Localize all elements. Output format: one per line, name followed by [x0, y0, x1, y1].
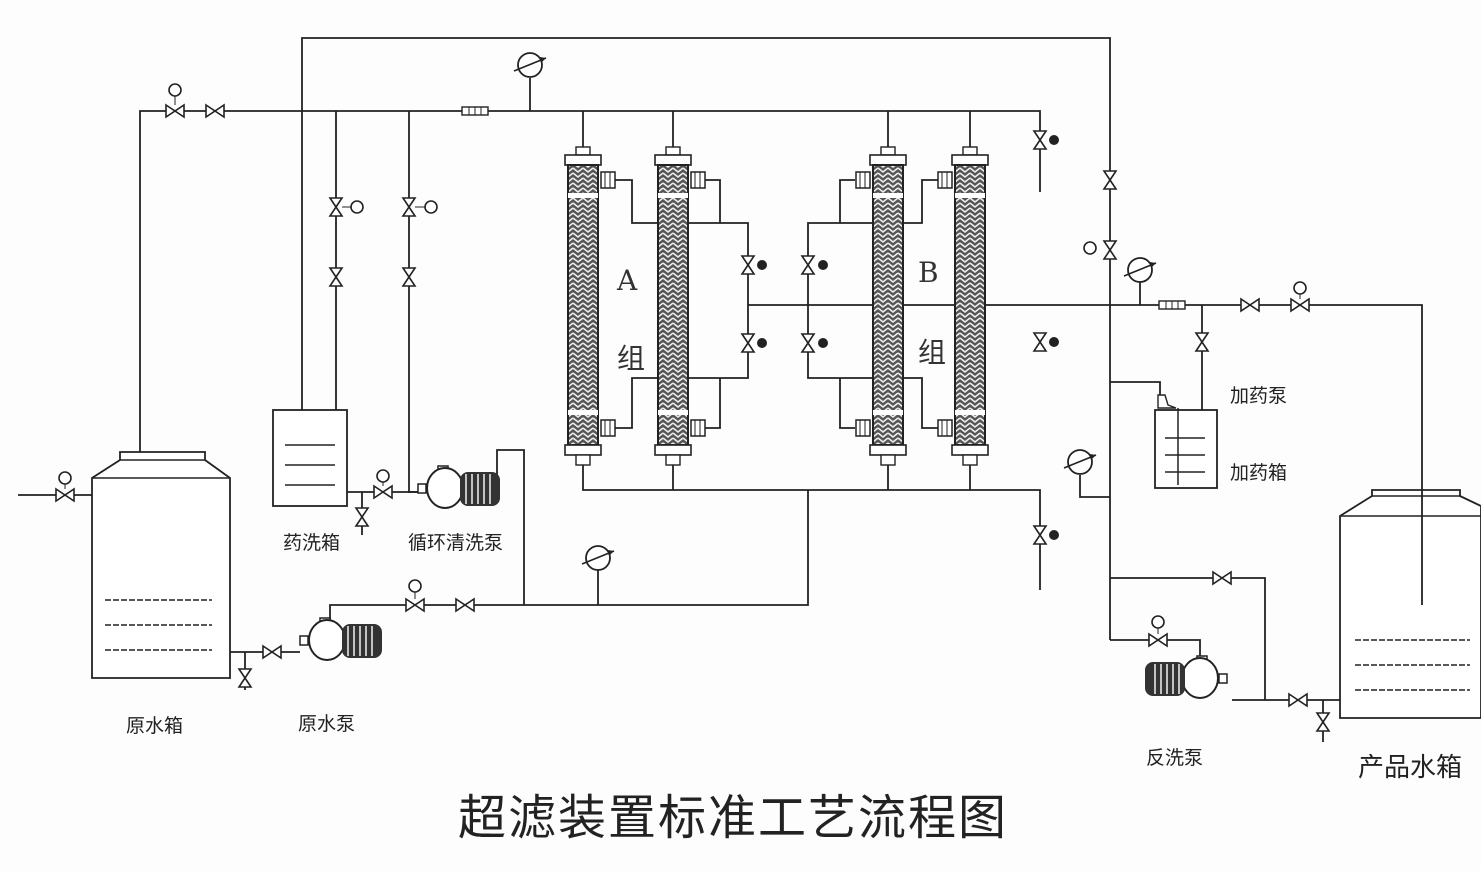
valve-icon[interactable]	[205, 104, 225, 118]
circulation-cleaning-pump-icon	[417, 465, 501, 509]
motorized-valve-icon[interactable]	[1290, 298, 1310, 312]
valve-icon[interactable]	[1240, 298, 1260, 312]
backwash-pump-icon	[1144, 655, 1228, 699]
uf-module-a2	[654, 146, 706, 466]
valve-icon[interactable]	[262, 645, 282, 659]
uf-module-b2	[937, 146, 989, 466]
valve-icon[interactable]	[455, 598, 475, 612]
backwash-pump-label: 反洗泵	[1146, 747, 1203, 769]
valve-icon[interactable]	[238, 668, 252, 688]
pressure-gauge-icon	[1063, 449, 1097, 475]
valve-icon[interactable]	[741, 333, 755, 353]
motorized-valve-icon[interactable]	[373, 485, 393, 499]
pressure-gauge-icon	[1123, 257, 1157, 283]
valve-icon[interactable]	[1033, 525, 1047, 545]
group-a-letter: A	[616, 264, 638, 297]
product-water-tank	[1339, 489, 1481, 719]
dosing-pump-label: 加药泵	[1230, 385, 1287, 407]
pressure-gauge-icon	[581, 545, 615, 571]
raw-water-tank-label: 原水箱	[126, 715, 183, 737]
uf-module-b1	[855, 146, 907, 466]
motorized-valve-icon[interactable]	[329, 197, 343, 217]
motorized-valve-icon[interactable]	[405, 598, 425, 612]
motorized-valve-icon[interactable]	[1103, 240, 1117, 260]
valve-icon[interactable]	[1316, 712, 1330, 732]
group-b-letter: B	[918, 256, 939, 289]
raw-water-pump-label: 原水泵	[298, 713, 355, 735]
valve-icon[interactable]	[1033, 130, 1047, 150]
valve-icon[interactable]	[402, 267, 416, 287]
chem-wash-tank	[272, 409, 348, 507]
valve-icon[interactable]	[1033, 332, 1047, 352]
valve-icon[interactable]	[741, 255, 755, 275]
flowmeter-icon	[1158, 300, 1186, 310]
chem-wash-tank-label: 药洗箱	[283, 532, 340, 554]
diagram-title: 超滤装置标准工艺流程图	[458, 790, 1008, 846]
flowmeter-icon	[461, 106, 489, 116]
motorized-valve-icon[interactable]	[402, 197, 416, 217]
valve-icon[interactable]	[1195, 332, 1209, 352]
dosing-tank	[1154, 394, 1218, 489]
group-a-word: 组	[617, 342, 645, 375]
valve-icon[interactable]	[1103, 170, 1117, 190]
motorized-valve-icon[interactable]	[165, 104, 185, 118]
valve-icon[interactable]	[355, 507, 369, 527]
motorized-valve-icon[interactable]	[55, 488, 75, 502]
product-water-tank-label: 产品水箱	[1358, 753, 1462, 783]
group-b-word: 组	[918, 336, 946, 369]
valve-icon[interactable]	[329, 267, 343, 287]
raw-water-pump-icon	[299, 617, 383, 661]
pressure-gauge-icon	[513, 52, 547, 78]
motorized-valve-icon[interactable]	[1148, 633, 1168, 647]
valve-icon[interactable]	[1212, 571, 1232, 585]
motor-icon	[168, 83, 182, 97]
dosing-tank-label: 加药箱	[1230, 462, 1287, 484]
valve-icon[interactable]	[1288, 693, 1308, 707]
uf-module-a1	[564, 146, 616, 466]
raw-water-tank	[91, 451, 231, 679]
valve-icon[interactable]	[801, 255, 815, 275]
circ-clean-pump-label: 循环清洗泵	[408, 532, 503, 554]
valve-icon[interactable]	[801, 333, 815, 353]
dosing-pump-icon	[1157, 394, 1177, 409]
